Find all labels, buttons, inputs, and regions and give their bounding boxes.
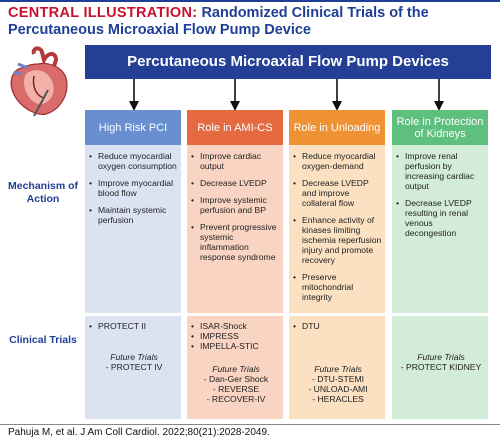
heart-illustration	[10, 46, 68, 117]
column-body: Reduce myocardial oxygen-demand Decrease…	[289, 145, 385, 419]
top-rule	[0, 0, 500, 2]
device-banner: Percutaneous Microaxial Flow Pump Device…	[85, 45, 491, 79]
column-unloading: Role in Unloading Reduce myocardial oxyg…	[289, 110, 385, 419]
column-ami-cs: Role in AMI-CS Improve cardiac output De…	[187, 110, 283, 419]
mechanism-item: Enhance activity of kinases limiting isc…	[293, 215, 383, 265]
mechanism-list: Reduce myocardial oxygen-demand Decrease…	[293, 151, 383, 309]
future-trials: Future Trials - DTU-STEMI - UNLOAD-AMI -…	[293, 364, 383, 404]
future-trial-item: - REVERSE	[212, 384, 260, 394]
future-trials-label: Future Trials	[212, 364, 260, 374]
mechanism-item: Reduce myocardial oxygen-demand	[293, 151, 383, 171]
trial-list: DTU	[293, 321, 383, 331]
future-trial-item: - DTU-STEMI	[311, 374, 365, 384]
down-arrow-icon	[332, 79, 342, 111]
future-trial-item: - Dan-Ger Shock	[203, 374, 269, 384]
trial-item: PROTECT II	[89, 321, 179, 331]
trial-item: IMPELLA-STIC	[191, 341, 281, 351]
future-trials: Future Trials - PROTECT KIDNEY	[396, 352, 486, 372]
mechanism-list: Reduce myocardial oxygen consumption Imp…	[89, 151, 179, 232]
trial-item: ISAR-Shock	[191, 321, 281, 331]
mechanism-item: Improve renal perfusion by increasing ca…	[396, 151, 486, 191]
future-trial-item: - PROTECT KIDNEY	[400, 362, 482, 372]
future-trials: Future Trials - PROTECT IV	[89, 352, 179, 372]
future-trial-item: - PROTECT IV	[105, 362, 163, 372]
down-arrow-icon	[129, 79, 139, 111]
row-divider	[187, 313, 283, 316]
mechanism-item: Maintain systemic perfusion	[89, 205, 179, 225]
trial-item: DTU	[293, 321, 383, 331]
bottom-rule	[0, 424, 500, 425]
trial-item: IMPRESS	[191, 331, 281, 341]
column-body: Reduce myocardial oxygen consumption Imp…	[85, 145, 181, 419]
page-title: CENTRAL ILLUSTRATION: Randomized Clinica…	[8, 5, 492, 39]
column-heading: High Risk PCI	[85, 110, 181, 145]
row-label-trials: Clinical Trials	[9, 334, 77, 346]
mechanism-item: Reduce myocardial oxygen consumption	[89, 151, 179, 171]
mechanism-item: Improve cardiac output	[191, 151, 281, 171]
title-lead: CENTRAL ILLUSTRATION:	[8, 5, 198, 21]
mechanism-item: Decrease LVEDP	[191, 178, 281, 188]
row-label-mechanism: Mechanism of Action	[7, 180, 78, 205]
future-trial-item: - RECOVER-IV	[206, 394, 266, 404]
future-trials-label: Future Trials	[417, 352, 465, 362]
title-text: Randomized Clinical Trials of the Percut…	[8, 5, 429, 38]
future-trial-item: - UNLOAD-AMI	[308, 384, 368, 394]
column-heading: Role in Protection of Kidneys	[392, 110, 488, 145]
mechanism-item: Improve systemic perfusion and BP	[191, 195, 281, 215]
column-high-risk-pci: High Risk PCI Reduce myocardial oxygen c…	[85, 110, 181, 419]
citation: Pahuja M, et al. J Am Coll Cardiol. 2022…	[8, 427, 270, 438]
future-trials-label: Future Trials	[314, 364, 362, 374]
column-heading: Role in Unloading	[289, 110, 385, 145]
down-arrow-icon	[230, 79, 240, 111]
mechanism-item: Preserve mitochondrial integrity	[293, 272, 383, 302]
mechanism-item: Prevent progressive systemic inflammatio…	[191, 222, 281, 262]
row-divider	[85, 313, 181, 316]
trial-list: PROTECT II	[89, 321, 179, 331]
column-heading: Role in AMI-CS	[187, 110, 283, 145]
trial-list: ISAR-Shock IMPRESS IMPELLA-STIC	[191, 321, 281, 351]
column-body: Improve cardiac output Decrease LVEDP Im…	[187, 145, 283, 419]
mechanism-list: Improve cardiac output Decrease LVEDP Im…	[191, 151, 281, 269]
column-body: Improve renal perfusion by increasing ca…	[392, 145, 488, 419]
down-arrow-icon	[434, 79, 444, 111]
future-trials-label: Future Trials	[110, 352, 158, 362]
mechanism-item: Decrease LVEDP resulting in renal venous…	[396, 198, 486, 238]
mechanism-item: Decrease LVEDP and improve collateral fl…	[293, 178, 383, 208]
mechanism-item: Improve myocardial blood flow	[89, 178, 179, 198]
future-trials: Future Trials - Dan-Ger Shock - REVERSE …	[191, 364, 281, 404]
future-trial-item: - HERACLES	[312, 394, 364, 404]
column-kidneys: Role in Protection of Kidneys Improve re…	[392, 110, 488, 419]
mechanism-list: Improve renal perfusion by increasing ca…	[396, 151, 486, 245]
row-divider	[392, 313, 488, 316]
row-divider	[289, 313, 385, 316]
